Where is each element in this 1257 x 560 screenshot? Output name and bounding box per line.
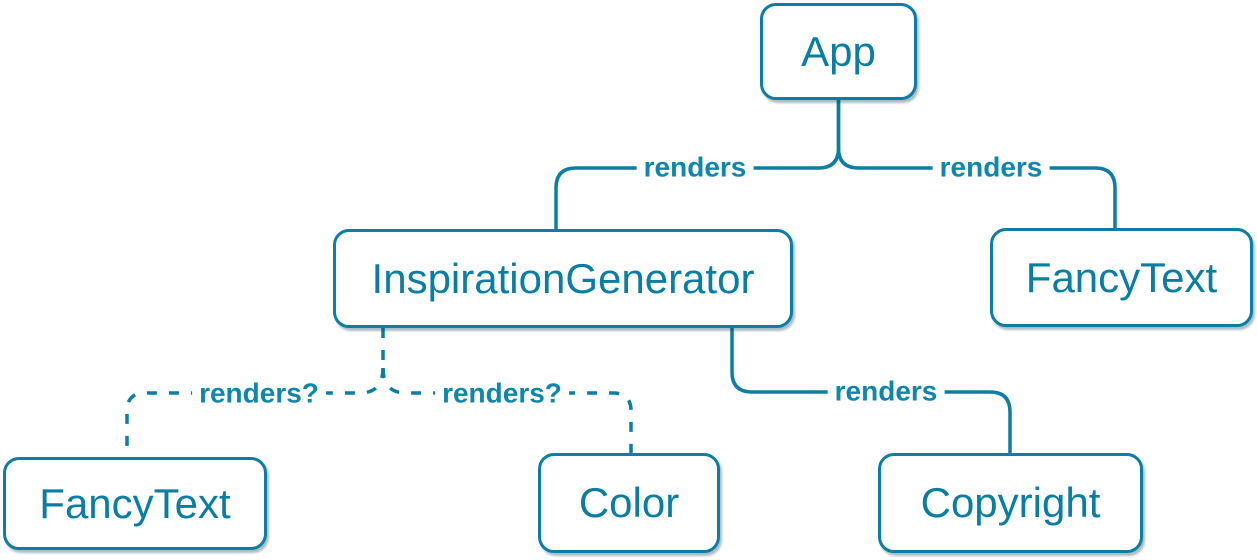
edge-label-renders-question-right: renders? bbox=[435, 377, 569, 411]
edge-label-renders-left: renders bbox=[636, 151, 754, 185]
node-color: Color bbox=[538, 453, 720, 553]
node-app: App bbox=[760, 3, 917, 100]
node-copyright: Copyright bbox=[878, 453, 1143, 553]
node-fancy-text-top: FancyText bbox=[990, 228, 1253, 327]
node-fancy-text-bottom: FancyText bbox=[3, 457, 267, 550]
node-inspiration-generator: InspirationGenerator bbox=[333, 229, 793, 328]
edge-inspirationgenerator-to-color bbox=[381, 367, 633, 453]
edge-label-renders-question-left: renders? bbox=[192, 377, 326, 411]
edge-label-renders-right: renders bbox=[932, 151, 1050, 185]
edge-label-renders-bottom: renders bbox=[827, 375, 945, 409]
